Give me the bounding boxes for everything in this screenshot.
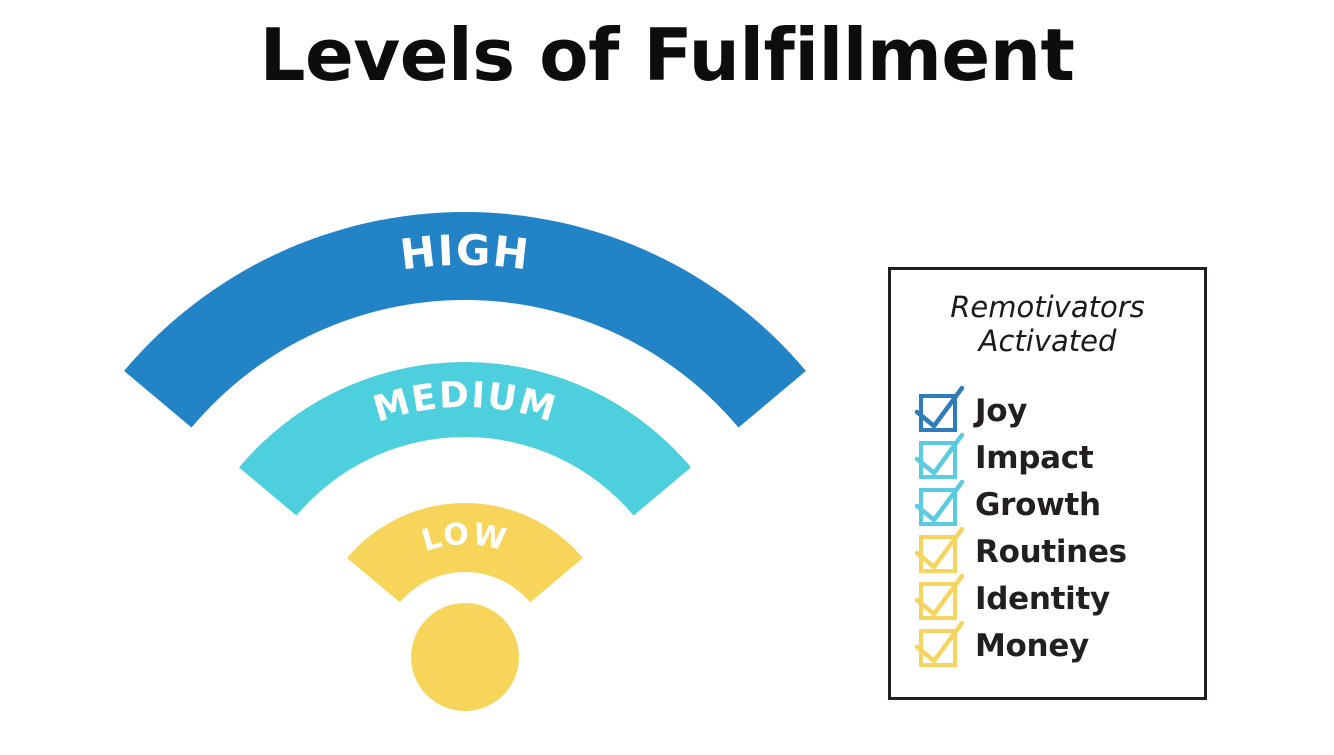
legend-item-label: Routines (975, 534, 1127, 570)
legend-item-label: Impact (975, 440, 1094, 476)
signal-label-high: HIGH (398, 226, 533, 280)
legend-heading-line-2: Activated (978, 324, 1117, 359)
legend-row[interactable]: Impact (914, 432, 1189, 482)
signal-band-low (347, 503, 583, 603)
legend-heading-line-1: Remotivators (950, 290, 1145, 324)
signal-arcs-svg: HIGH MEDIUM LOW (124, 212, 806, 711)
checkbox-checked-icon[interactable] (914, 620, 965, 669)
page-title: Levels of Fulfillment (259, 13, 1075, 97)
signal-origin-dot (411, 603, 519, 711)
legend-row[interactable]: Joy (914, 385, 1189, 435)
checkbox-checked-icon[interactable] (914, 573, 965, 622)
checkbox-checked-icon[interactable] (914, 526, 965, 575)
legend-item-label: Growth (975, 487, 1101, 523)
signal-band-high (124, 212, 806, 428)
legend-item-label: Money (975, 628, 1089, 664)
legend-row[interactable]: Identity (914, 573, 1189, 623)
checkbox-checked-icon[interactable] (914, 479, 965, 528)
signal-strength-diagram: HIGH MEDIUM LOW (60, 170, 880, 740)
signal-label-low: LOW (418, 517, 511, 559)
legend-item-label: Joy (975, 393, 1028, 429)
legend-row[interactable]: Money (914, 620, 1189, 670)
legend-heading: Remotivators Activated (891, 290, 1204, 358)
legend-row[interactable]: Growth (914, 479, 1189, 529)
checkbox-checked-icon[interactable] (914, 385, 965, 434)
signal-band-medium (239, 362, 691, 516)
legend-row[interactable]: Routines (914, 526, 1189, 576)
checkbox-checked-icon[interactable] (914, 432, 965, 481)
legend-item-label: Identity (975, 581, 1110, 617)
